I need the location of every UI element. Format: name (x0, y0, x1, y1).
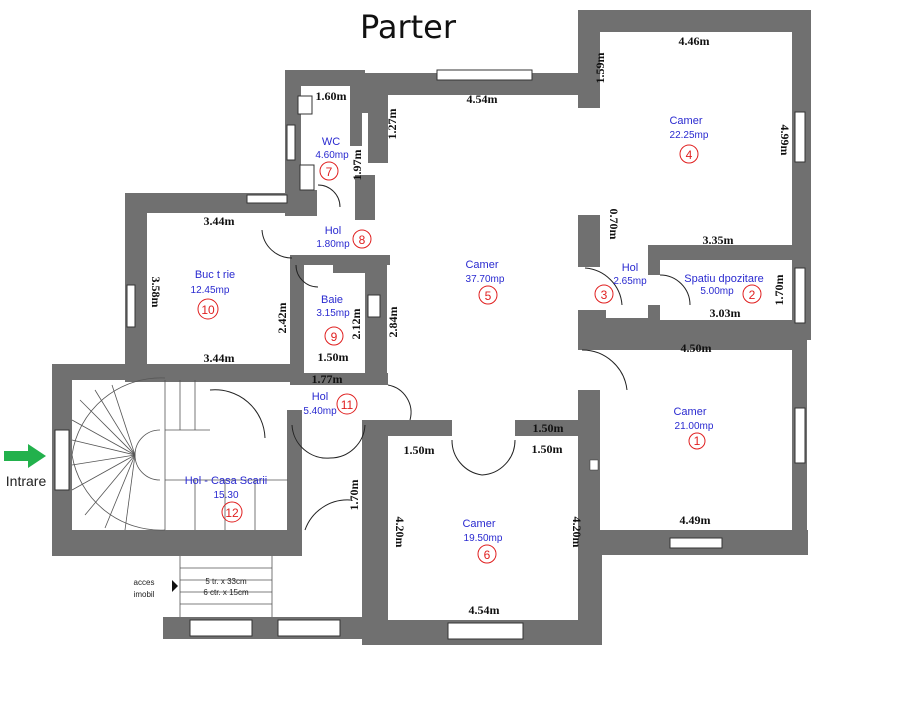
dim-1-77: 1.77m (312, 372, 343, 386)
room-8-number: 8 (359, 233, 366, 247)
stair-note-line2: 6 ctr. x 15cm (203, 588, 249, 597)
fixtures (297, 95, 381, 318)
dim-0-70: 0.70m (607, 209, 621, 240)
room-6-area: 19.50mp (464, 533, 503, 544)
room-6-name: Camer (462, 518, 495, 530)
room-3-name: Hol (622, 262, 639, 274)
room-10-number: 10 (201, 303, 215, 317)
dim-3-44-bot: 3.44m (204, 351, 235, 365)
dim-4-99: 4.99m (778, 125, 792, 156)
room-7-area: 4.60mp (315, 150, 349, 161)
room-10-name: Buc t rie (195, 269, 235, 281)
room-9-area: 3.15mp (316, 308, 350, 319)
room-5-area: 37.70mp (466, 274, 505, 285)
stair-note-line1: 5 tr. x 33cm (205, 577, 247, 586)
room-12-marker (221, 501, 243, 523)
dim-4-49: 4.49m (680, 513, 711, 527)
entrance-arrow-icon (4, 444, 46, 468)
dim-2-42: 2.42m (275, 303, 289, 334)
room-8-name: Hol (325, 225, 342, 237)
dim-1-50-a: 1.50m (533, 421, 564, 435)
room-6-number: 6 (484, 548, 491, 562)
dim-4-20-right: 4.20m (570, 517, 584, 548)
room-3-number: 3 (601, 288, 608, 302)
dim-4-46: 4.46m (679, 34, 710, 48)
room-11-marker (336, 393, 358, 415)
dim-1-27: 1.27m (385, 109, 399, 140)
entrance-label: Intrare (6, 473, 47, 489)
dim-1-60: 1.60m (316, 89, 347, 103)
room-11-area: 5.40mp (303, 406, 337, 417)
dim-2-12: 2.12m (349, 309, 363, 340)
room-1-name: Camer (673, 406, 706, 418)
room-4-name: Camer (669, 115, 702, 127)
doors (209, 184, 691, 531)
room-2-area: 5.00mp (700, 286, 734, 297)
room-7-name: WC (322, 136, 340, 148)
dim-3-03: 3.03m (710, 306, 741, 320)
room-11-name: Hol (312, 391, 329, 403)
room-9-number: 9 (331, 330, 338, 344)
dim-4-54-top: 4.54m (467, 92, 498, 106)
room-1-number: 1 (694, 434, 701, 448)
room-3-marker (594, 284, 614, 304)
walls (52, 10, 811, 645)
dim-1-50-baie: 1.50m (318, 350, 349, 364)
room-10-marker (197, 298, 219, 320)
room-4-area: 22.25mp (670, 130, 709, 141)
windows (54, 69, 806, 640)
room-11-number: 11 (341, 398, 354, 412)
room-9-name: Baie (321, 294, 343, 306)
room-8-marker (352, 229, 372, 249)
room-12-area: 15.30 (213, 490, 238, 501)
room-12-name: Hol - Casa Scarii (185, 475, 268, 487)
room-labels: Camer 21.00mp 1 Spatiu dpozitare 5.00mp … (185, 115, 764, 564)
room-2-number: 2 (749, 288, 756, 302)
dim-4-54-bot: 4.54m (469, 603, 500, 617)
dim-3-44-top: 3.44m (204, 214, 235, 228)
plan-title: Parter (360, 8, 457, 46)
room-4-marker (679, 144, 699, 164)
dim-1-59: 1.59m (593, 53, 607, 84)
room-2-name: Spatiu dpozitare (684, 273, 764, 285)
dim-1-97: 1.97m (350, 150, 364, 181)
room-1-marker (688, 432, 706, 450)
dim-1-70-right: 1.70m (772, 275, 786, 306)
dimension-labels: 1.60m 4.54m 4.46m 1.59m 1.27m 1.97m 4.99… (149, 34, 792, 617)
room-7-number: 7 (326, 165, 333, 179)
access-note-line1: acces (134, 578, 155, 587)
room-7-marker (319, 161, 339, 181)
dim-1-50-b: 1.50m (404, 443, 435, 457)
room-12-number: 12 (225, 506, 239, 520)
room-5-marker (478, 285, 498, 305)
room-9-marker (324, 326, 344, 346)
room-8-area: 1.80mp (316, 239, 350, 250)
room-2-marker (742, 284, 762, 304)
dim-2-84: 2.84m (386, 307, 400, 338)
room-5-name: Camer (465, 259, 498, 271)
dim-1-50-c: 1.50m (532, 442, 563, 456)
room-6-marker (477, 544, 497, 564)
dim-1-70-left: 1.70m (347, 480, 361, 511)
room-4-number: 4 (686, 148, 693, 162)
staircase (71, 377, 288, 617)
room-10-area: 12.45mp (191, 285, 230, 296)
dim-3-58: 3.58m (149, 277, 163, 308)
room-1-area: 21.00mp (675, 421, 714, 432)
dim-3-35: 3.35m (703, 233, 734, 247)
dim-4-50: 4.50m (681, 341, 712, 355)
dim-4-20-left: 4.20m (393, 517, 407, 548)
room-3-area: 2.65mp (613, 276, 647, 287)
access-note-line2: imobil (134, 590, 155, 599)
room-5-number: 5 (485, 289, 492, 303)
